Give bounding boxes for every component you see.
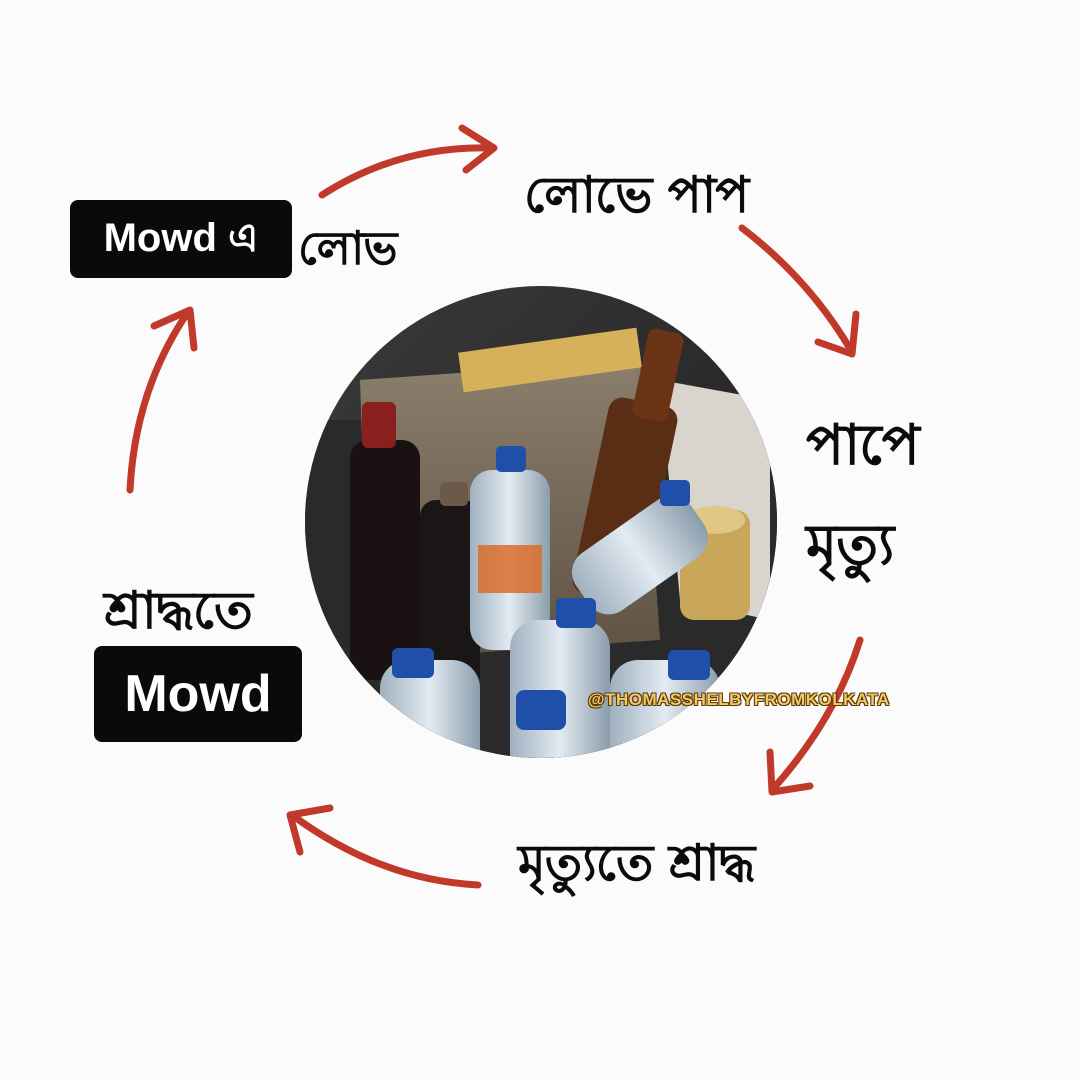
arrow-sin-to-death	[738, 224, 860, 358]
watermark-handle: @THOMASSHELBYFROMKOLKATA	[588, 690, 890, 709]
greed-text: লোভ	[298, 221, 398, 275]
shraddha-from-death-text: মৃত্যুতে শ্রাদ্ধ	[518, 834, 755, 892]
arrow-death-to-shraddha	[766, 636, 864, 796]
cycle-arrows	[126, 124, 864, 889]
sin-text: পাপে	[806, 413, 920, 478]
death-text: মৃত্যু	[806, 513, 894, 578]
arrow-shraddha-to-greed	[126, 306, 198, 494]
sin-from-greed-text: লোভে পাপ	[524, 166, 749, 224]
bottles-photo	[305, 286, 777, 758]
arrow-shraddha-to-shraddha	[286, 804, 482, 889]
shraddha-text: শ্রাদ্ধতে	[104, 581, 253, 641]
arrow-greed-to-sin	[318, 124, 498, 199]
shraddha-label-box: Mowd	[94, 646, 302, 742]
greed-label-box: Mowd এ	[70, 200, 292, 278]
